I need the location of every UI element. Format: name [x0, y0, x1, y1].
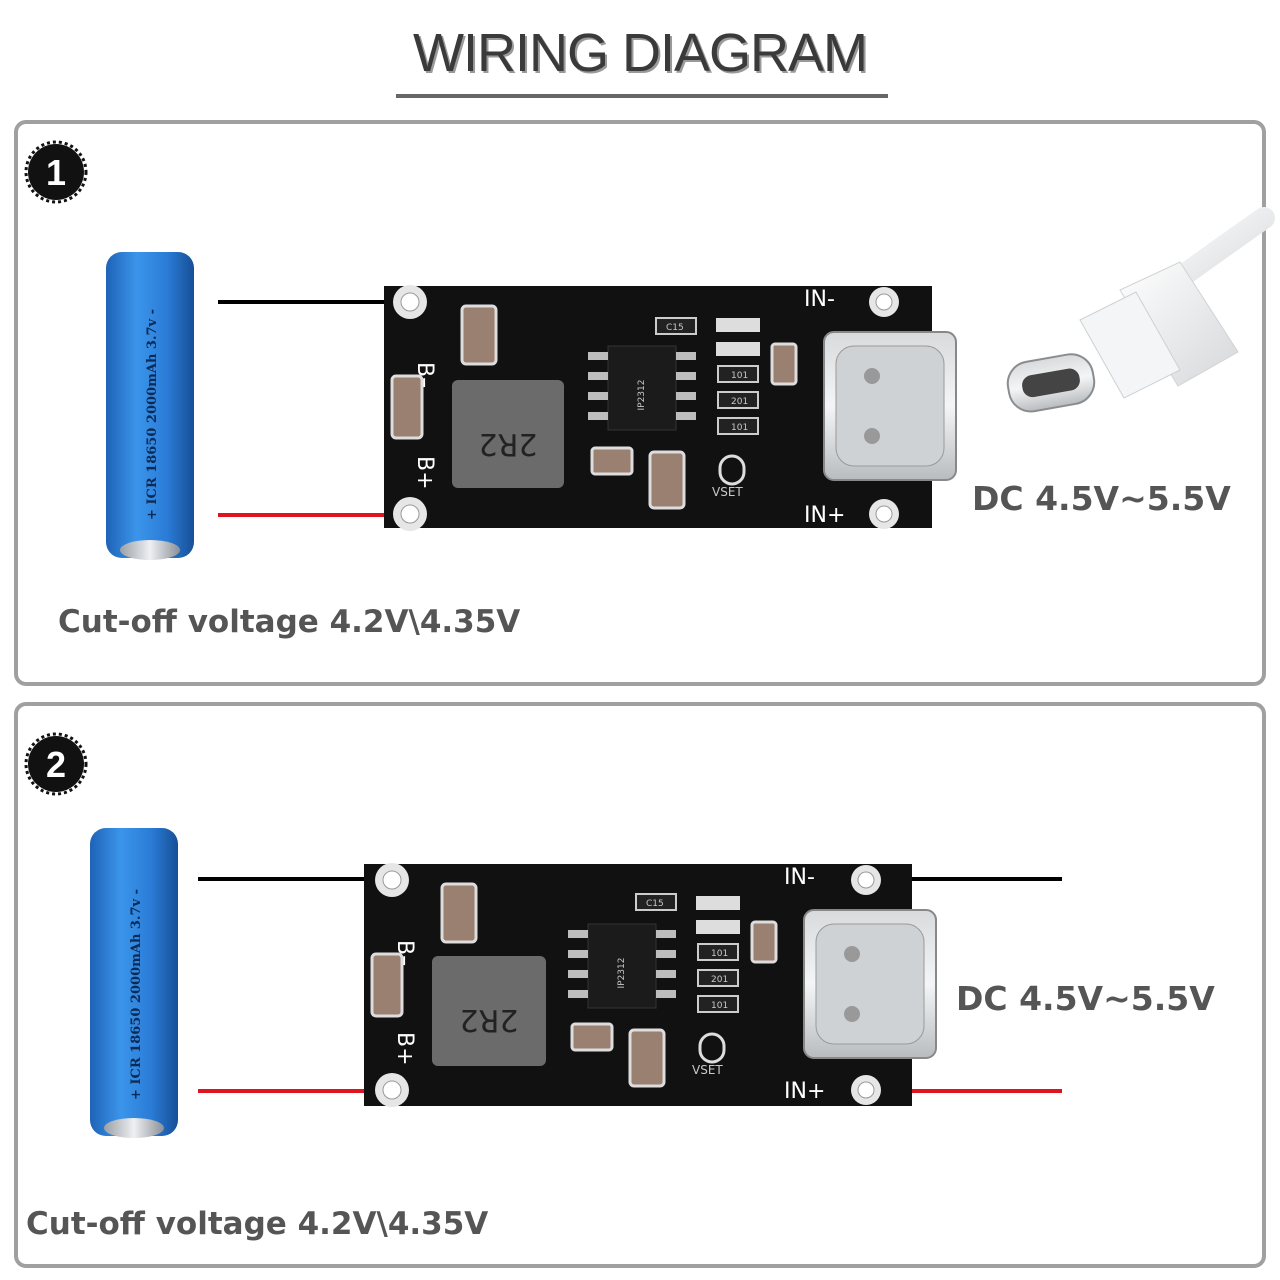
- charger-board: B– B+ IN- IN+ VSET 2R2 IP2312: [384, 285, 957, 531]
- label-in-minus: IN-: [784, 865, 815, 890]
- resistor-label: 201: [711, 975, 728, 985]
- label-vset: VSET: [712, 485, 743, 499]
- step-badge-2: 2: [24, 732, 88, 796]
- panel-2-scene: 2 + ICR 18650 2000mAh 3.7v - B– B+ IN- I…: [24, 732, 1215, 1242]
- chip-label: IP2312: [637, 380, 647, 411]
- step-badge-1: 1: [24, 140, 88, 204]
- label-in-plus: IN+: [784, 1079, 825, 1104]
- step-number: 1: [46, 152, 66, 193]
- label-vset: VSET: [692, 1063, 723, 1077]
- resistor-label: 201: [731, 397, 748, 407]
- battery-label: + ICR 18650 2000mAh 3.7v -: [145, 309, 160, 520]
- resistor-label: 101: [711, 1001, 728, 1011]
- inductor-label: 2R2: [459, 1002, 518, 1037]
- dc-voltage-label: DC 4.5V~5.5V: [972, 479, 1231, 518]
- resistor-label: 101: [731, 371, 748, 381]
- panel-1-scene: 1 + ICR 18650 2000mAh 3.7v - B– B+ IN- I…: [24, 140, 1275, 640]
- resistor-label: 101: [731, 423, 748, 433]
- cutoff-voltage-label: Cut-off voltage 4.2V\4.35V: [26, 1206, 488, 1242]
- resistor-label: 101: [711, 949, 728, 959]
- label-in-minus: IN-: [804, 287, 835, 312]
- label-b-plus: B+: [412, 456, 437, 490]
- usb-c-cable-icon: [1006, 207, 1275, 413]
- cap-label: C15: [646, 899, 664, 909]
- label-in-plus: IN+: [804, 503, 845, 528]
- step-number: 2: [46, 744, 66, 785]
- inductor-label: 2R2: [478, 426, 537, 461]
- title-underline: [396, 94, 888, 98]
- cap-label: C15: [666, 323, 684, 333]
- cutoff-voltage-label: Cut-off voltage 4.2V\4.35V: [58, 604, 520, 640]
- label-b-plus: B+: [392, 1032, 417, 1066]
- page-title: WIRING DIAGRAM: [413, 23, 868, 83]
- charger-board: B– B+ IN- IN+ VSET 2R2 IP2312 101 201 10…: [364, 863, 937, 1107]
- battery-label: + ICR 18650 2000mAh 3.7v -: [129, 889, 144, 1100]
- chip-label: IP2312: [617, 958, 627, 989]
- battery: + ICR 18650 2000mAh 3.7v -: [90, 828, 178, 1138]
- battery: + ICR 18650 2000mAh 3.7v -: [106, 252, 194, 560]
- dc-voltage-label: DC 4.5V~5.5V: [956, 979, 1215, 1018]
